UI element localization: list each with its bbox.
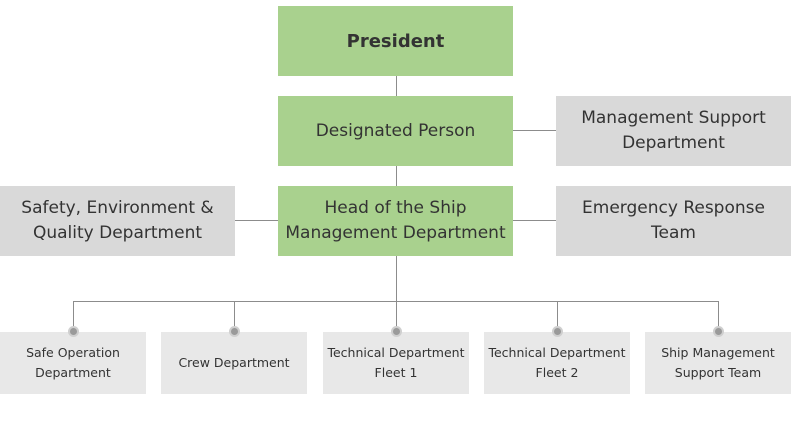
node-department-label: Crew Department — [178, 355, 290, 370]
connector-drop-4 — [557, 301, 558, 332]
connector-head-emergency — [513, 220, 556, 221]
connector-head-safety — [235, 220, 278, 221]
node-president: President — [278, 6, 513, 76]
node-department-label: Technical Department Fleet 1 — [327, 345, 465, 380]
node-safety-environment-quality: Safety, Environment & Quality Department — [0, 186, 235, 256]
node-department: Technical Department Fleet 2 — [484, 332, 630, 394]
node-department: Safe Operation Department — [0, 332, 146, 394]
connector-head-trunk — [396, 256, 397, 302]
node-department: Crew Department — [161, 332, 307, 394]
node-designated-person: Designated Person — [278, 96, 513, 166]
connector-drop-3 — [396, 301, 397, 332]
connector-dot — [393, 328, 400, 335]
connector-dot — [231, 328, 238, 335]
connector-drop-5 — [718, 301, 719, 332]
node-designated-person-label: Designated Person — [315, 120, 476, 141]
connector-departments-bus — [73, 301, 718, 302]
node-department: Technical Department Fleet 1 — [323, 332, 469, 394]
node-head-ship-management-label: Head of the Ship Management Department — [285, 198, 506, 243]
node-management-support-label: Management Support Department — [581, 108, 766, 153]
connector-dot — [715, 328, 722, 335]
connector-president-designated — [396, 76, 397, 96]
node-department-label: Technical Department Fleet 2 — [488, 345, 626, 380]
node-head-ship-management: Head of the Ship Management Department — [278, 186, 513, 256]
node-emergency-response: Emergency Response Team — [556, 186, 791, 256]
node-safety-environment-quality-label: Safety, Environment & Quality Department — [21, 198, 214, 243]
connector-drop-1 — [73, 301, 74, 332]
connector-dot — [70, 328, 77, 335]
node-management-support: Management Support Department — [556, 96, 791, 166]
node-department-label: Safe Operation Department — [26, 345, 120, 380]
node-department: Ship Management Support Team — [645, 332, 791, 394]
node-emergency-response-label: Emergency Response Team — [582, 198, 765, 243]
node-president-label: President — [346, 30, 445, 52]
connector-designated-support — [513, 130, 556, 131]
connector-designated-head — [396, 166, 397, 186]
connector-dot — [554, 328, 561, 335]
connector-drop-2 — [234, 301, 235, 332]
node-department-label: Ship Management Support Team — [661, 345, 775, 380]
